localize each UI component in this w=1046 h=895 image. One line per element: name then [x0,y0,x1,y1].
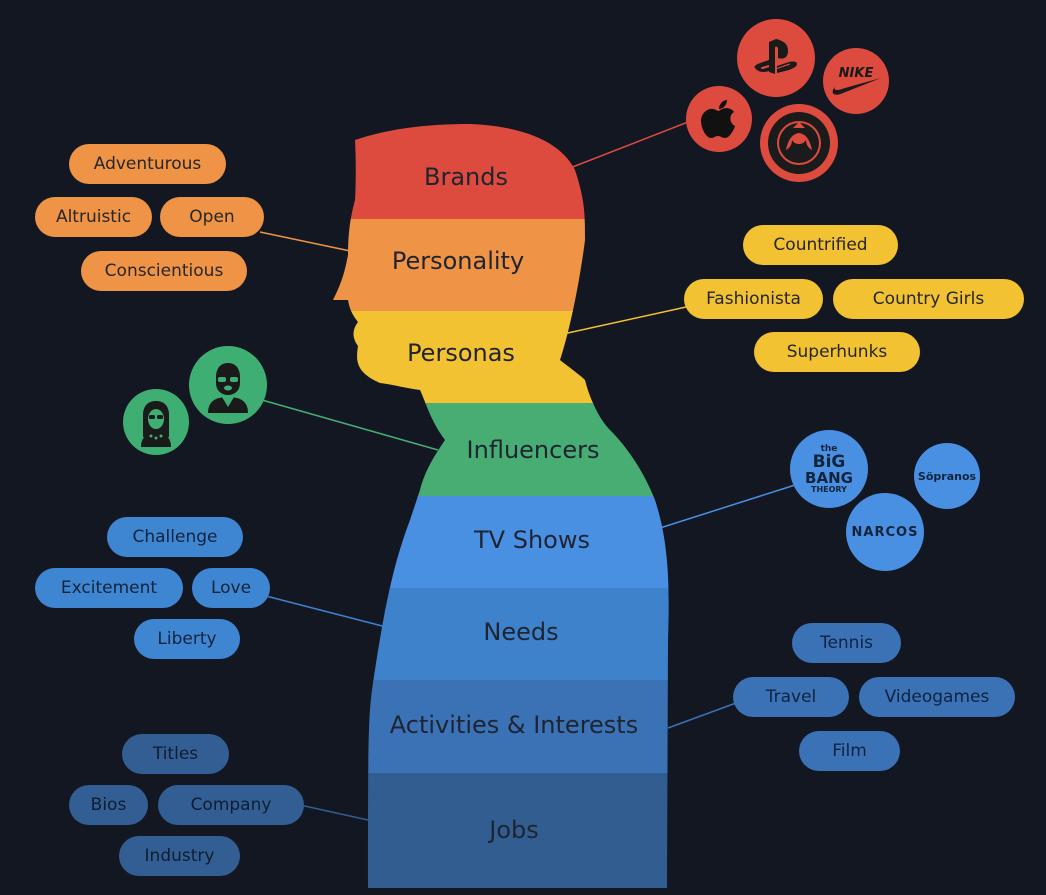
starbucks-icon [768,112,830,174]
band-activities [333,680,669,774]
bbt-theory: THEORY [811,484,847,494]
label-brands: Brands [424,163,508,191]
nike-icon: NIKE [832,66,881,95]
sopranos-logo: Söpranos [914,443,980,509]
trait-conscientious[interactable]: Conscientious [81,251,247,291]
need-excitement[interactable]: Excitement [35,568,183,608]
narcos-wordmark: NARCOS [851,524,919,540]
trait-adventurous[interactable]: Adventurous [69,144,226,184]
persona-superhunks[interactable]: Superhunks [754,332,920,372]
bbt-the: the [820,443,838,454]
connector-brands [569,121,689,169]
playstation-icon [754,39,797,74]
nike-wordmark: NIKE [839,66,874,81]
activity-tennis[interactable]: Tennis [792,623,901,663]
activity-travel[interactable]: Travel [733,677,849,717]
label-jobs: Jobs [487,816,539,844]
activity-videogames[interactable]: Videogames [859,677,1015,717]
narcos-logo: NARCOS [846,493,924,571]
job-industry[interactable]: Industry [119,836,240,876]
band-needs [333,588,669,681]
big-bang-theory-wordmark: the BiG BANG THEORY [805,443,853,494]
bbt-big: BiG [812,451,846,472]
need-love[interactable]: Love [192,568,270,608]
starbucks-logo [760,104,838,182]
label-tv-shows: TV Shows [473,526,590,554]
head-silhouette [333,124,669,888]
big-bang-theory-logo: the BiG BANG THEORY [790,430,868,508]
bbt-bang: BANG [805,468,853,487]
label-personality: Personality [392,247,524,275]
job-titles[interactable]: Titles [122,734,229,774]
influencer-woman-avatar [123,389,189,455]
trait-open[interactable]: Open [160,197,264,237]
need-challenge[interactable]: Challenge [107,517,243,557]
woman-avatar-icon [141,401,171,447]
connector-influencers [261,399,439,451]
persona-fashionista[interactable]: Fashionista [684,279,823,319]
connector-personas [544,306,687,339]
job-company[interactable]: Company [158,785,304,825]
trait-altruistic[interactable]: Altruistic [35,197,152,237]
connector-personality [259,231,356,253]
connector-jobs [299,804,369,821]
label-personas: Personas [407,339,515,367]
connector-tv-shows [659,484,796,529]
connector-activities [667,702,737,729]
influencer-man-avatar [189,346,267,424]
playstation-logo [737,19,815,97]
band-jobs [333,773,669,888]
sopranos-wordmark: Söpranos [917,469,977,483]
apple-icon [701,100,735,138]
connector-needs [265,595,391,629]
activity-film[interactable]: Film [799,731,900,771]
label-activities: Activities & Interests [390,711,638,739]
man-avatar-icon [208,363,248,413]
label-influencers: Influencers [467,436,600,464]
persona-countrified[interactable]: Countrified [743,225,898,265]
need-liberty[interactable]: Liberty [134,619,240,659]
apple-logo [686,86,752,152]
job-bios[interactable]: Bios [69,785,148,825]
nike-logo: NIKE [823,48,889,114]
persona-country-girls[interactable]: Country Girls [833,279,1024,319]
connector-lines [259,121,796,821]
label-needs: Needs [483,618,558,646]
